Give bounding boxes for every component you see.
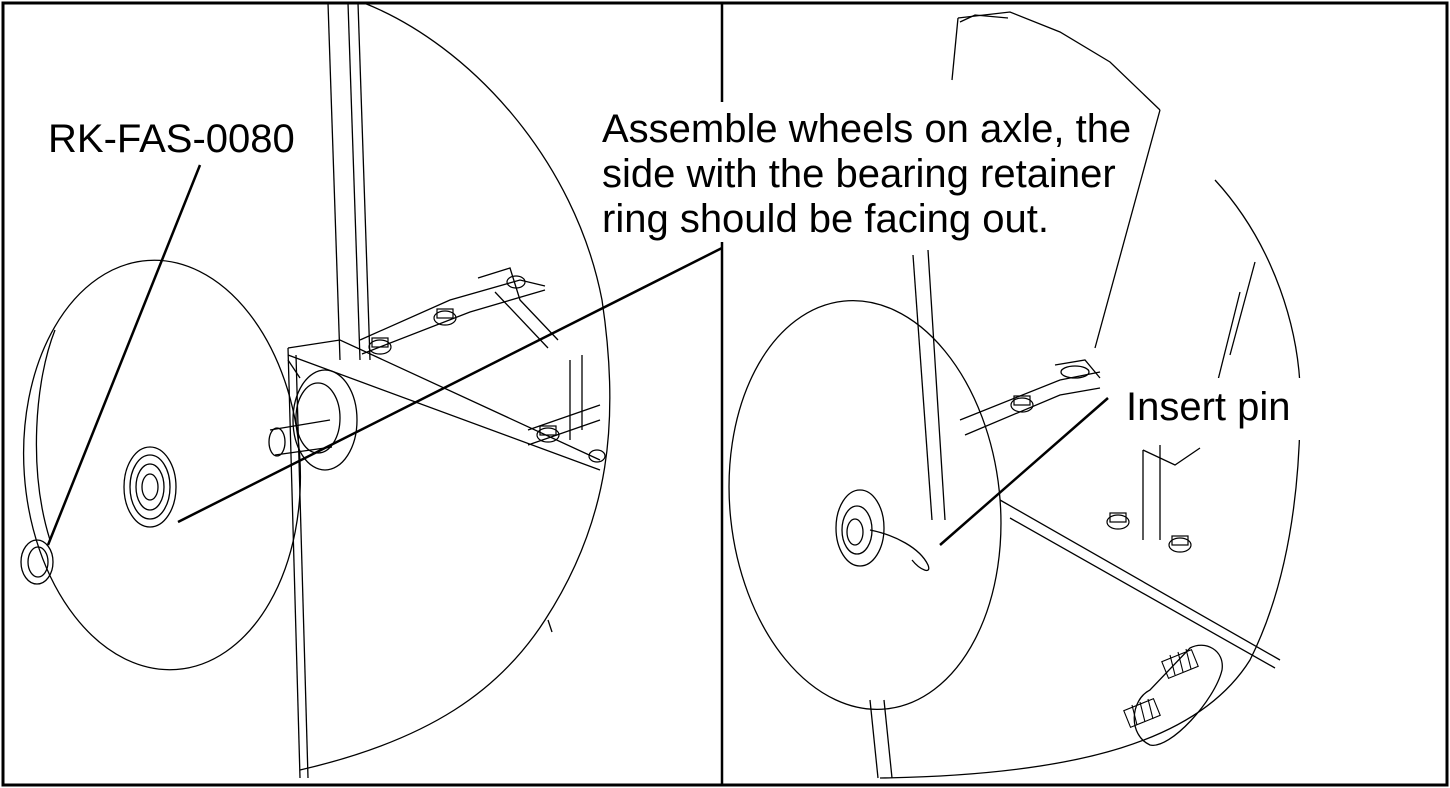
instruction-line-2: side with the bearing retainer <box>602 152 1116 196</box>
label-backdrop-part <box>45 112 317 164</box>
instruction-line-3: ring should be facing out. <box>602 197 1049 241</box>
leader-lines-left <box>46 164 723 546</box>
label-backdrop-insert-pin <box>1120 378 1310 440</box>
part-number-label: RK-FAS-0080 <box>48 117 295 161</box>
left-panel-drawing <box>20 2 611 779</box>
label-backdrop-instruction <box>598 102 988 242</box>
leader-line-insert-pin <box>939 397 1109 546</box>
right-panel-drawing <box>728 11 1302 779</box>
insert-pin-label: Insert pin <box>1126 385 1291 429</box>
instruction-line-1: Assemble wheels on axle, the <box>602 107 1131 151</box>
